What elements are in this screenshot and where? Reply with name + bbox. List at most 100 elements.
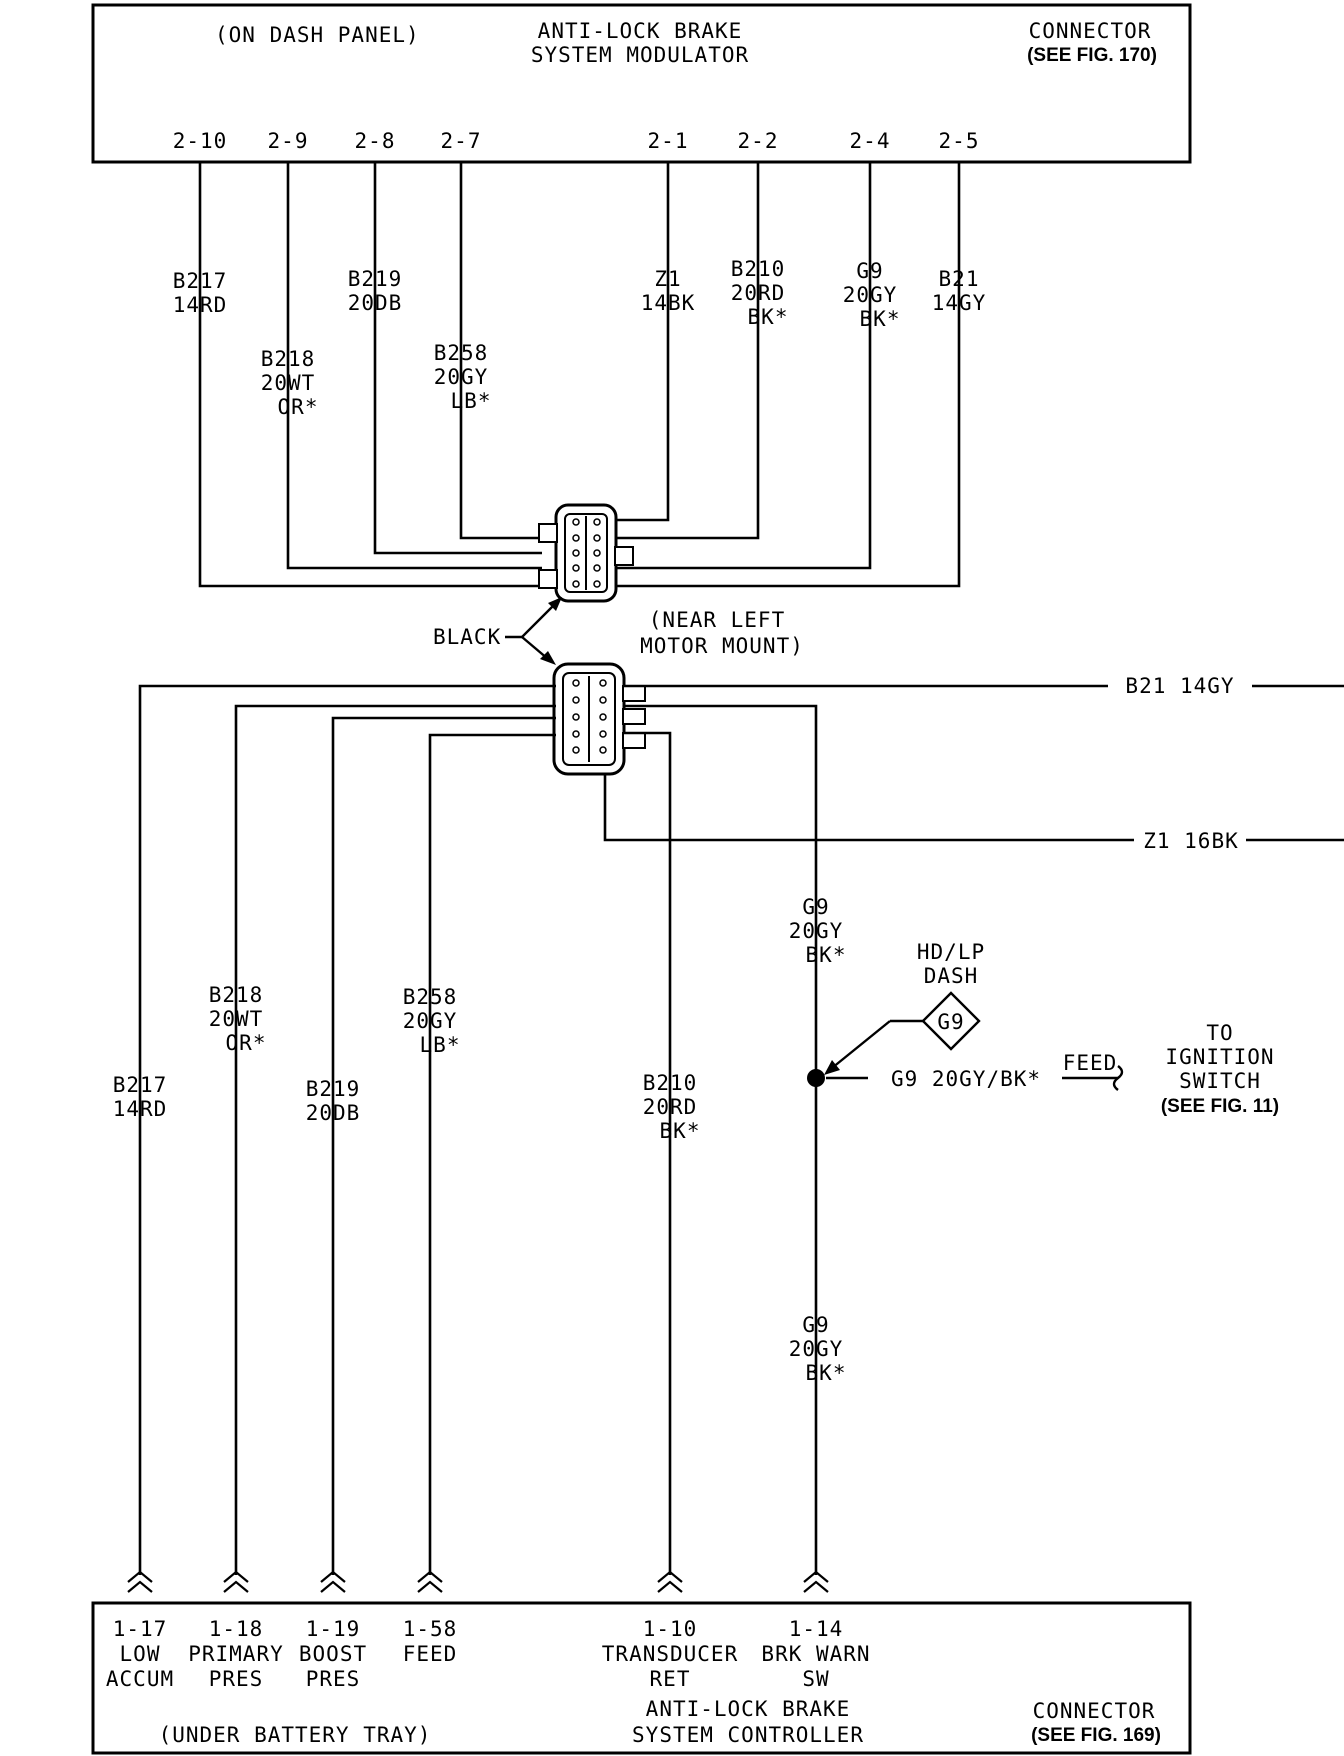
wire-circuit: B258 bbox=[403, 985, 458, 1009]
controller-connector-fig: (SEE FIG. 169) bbox=[1031, 1725, 1161, 1746]
wire-circuit: B219 bbox=[348, 267, 403, 291]
wire-circuit: G9 bbox=[802, 895, 829, 919]
inline-connector-color: BLACK bbox=[433, 625, 501, 649]
g9-diamond bbox=[921, 991, 981, 1051]
controller-name-line1: ANTI-LOCK BRAKE bbox=[646, 1697, 851, 1721]
controller-pin-function: LOW bbox=[120, 1642, 161, 1666]
wire-circuit: B217 bbox=[173, 269, 228, 293]
wire-tracer: BK* bbox=[806, 943, 847, 967]
wire-circuit: B218 bbox=[209, 983, 264, 1007]
wire-tracer: LB* bbox=[420, 1033, 461, 1057]
modulator-connector-label: CONNECTOR bbox=[1029, 19, 1152, 43]
lower-wires bbox=[138, 684, 1344, 1575]
modulator-connector-fig: (SEE FIG. 170) bbox=[1027, 45, 1157, 66]
wire-tracer: LB* bbox=[451, 389, 492, 413]
controller-pin: 1-10 bbox=[643, 1617, 698, 1641]
wire-tracer: OR* bbox=[226, 1031, 267, 1055]
wire-circuit: B210 bbox=[731, 257, 786, 281]
destination-fig: (SEE FIG. 11) bbox=[1161, 1096, 1279, 1117]
wire-circuit: B210 bbox=[643, 1071, 698, 1095]
wire-circuit: B218 bbox=[261, 347, 316, 371]
modulator-pin: 2-9 bbox=[268, 129, 309, 153]
controller-pin-function: BRK WARN bbox=[761, 1642, 870, 1666]
controller-pin-function: FEED bbox=[403, 1642, 458, 1666]
controller-connector-label: CONNECTOR bbox=[1033, 1699, 1156, 1723]
controller-pin-function: TRANSDUCER bbox=[602, 1642, 738, 1666]
wire-circuit: B258 bbox=[434, 341, 489, 365]
modulator-name-line2: SYSTEM MODULATOR bbox=[531, 43, 749, 67]
controller-pin: 1-18 bbox=[209, 1617, 264, 1641]
controller-pin: 1-17 bbox=[113, 1617, 168, 1641]
wire-gauge: 20GY bbox=[843, 283, 898, 307]
controller-pin: 1-19 bbox=[306, 1617, 361, 1641]
wire-gauge: 20RD bbox=[643, 1095, 698, 1119]
wire-circuit: B219 bbox=[306, 1077, 361, 1101]
wire-gauge: 20GY bbox=[434, 365, 489, 389]
controller-pin-function: PRES bbox=[209, 1667, 264, 1691]
controller-pin-function: PRIMARY bbox=[188, 1642, 284, 1666]
modulator-box: (ON DASH PANEL) ANTI-LOCK BRAKE SYSTEM M… bbox=[91, 3, 1192, 164]
wire-gauge: 20GY bbox=[789, 1337, 844, 1361]
wire-gauge: 20RD bbox=[731, 281, 786, 305]
wire-gauge: 20GY bbox=[403, 1009, 458, 1033]
controller-pin-function: BOOST bbox=[299, 1642, 367, 1666]
controller-location: (UNDER BATTERY TRAY) bbox=[159, 1723, 432, 1747]
wire-tracer: BK* bbox=[748, 305, 789, 329]
splice-symbol: G9 bbox=[937, 1010, 964, 1034]
upper-wire-labels: B217 14RD B218 20WT OR* B219 20DB B258 2… bbox=[173, 257, 987, 419]
wire-circuit: B217 bbox=[113, 1073, 168, 1097]
destination-line3: SWITCH bbox=[1179, 1069, 1261, 1093]
modulator-pin: 2-2 bbox=[738, 129, 779, 153]
wire-tracer: BK* bbox=[660, 1119, 701, 1143]
wire-tracer: BK* bbox=[860, 307, 901, 331]
controller-pin-function: RET bbox=[650, 1667, 691, 1691]
splice-g9: G9 HD/LP DASH G9 20GY/BK* FEED TO IGNITI… bbox=[807, 940, 1279, 1117]
controller-pin-function: PRES bbox=[306, 1667, 361, 1691]
destination-line1: TO bbox=[1206, 1021, 1233, 1045]
wire-tracer: BK* bbox=[806, 1361, 847, 1385]
wire-gauge: 20GY bbox=[789, 919, 844, 943]
wire-gauge: 14GY bbox=[932, 291, 987, 315]
upper-wires bbox=[198, 163, 961, 588]
controller-box: 1-17 LOW ACCUM 1-18 PRIMARY PRES 1-19 BO… bbox=[91, 1601, 1192, 1755]
splice-reference-line2: DASH bbox=[924, 964, 979, 988]
wire-gauge: 20WT bbox=[209, 1007, 264, 1031]
wire-gauge: 20DB bbox=[348, 291, 403, 315]
wire-gauge: 20DB bbox=[306, 1101, 361, 1125]
controller-pin-function: ACCUM bbox=[106, 1667, 174, 1691]
splice-branch-label: G9 20GY/BK* bbox=[891, 1067, 1041, 1091]
wire-tracer: OR* bbox=[278, 395, 319, 419]
modulator-name-line1: ANTI-LOCK BRAKE bbox=[538, 19, 743, 43]
controller-pin: 1-58 bbox=[403, 1617, 458, 1641]
controller-terminals bbox=[127, 1570, 829, 1593]
wire-circuit: Z1 bbox=[654, 267, 681, 291]
splice-dot bbox=[807, 1069, 825, 1087]
controller-pin-function: SW bbox=[802, 1667, 829, 1691]
inline-connector-upper bbox=[538, 503, 634, 603]
modulator-pin: 2-4 bbox=[850, 129, 891, 153]
inline-connector-color-callout: BLACK bbox=[433, 597, 562, 665]
wire-gauge: 14RD bbox=[113, 1097, 168, 1121]
controller-name-line2: SYSTEM CONTROLLER bbox=[632, 1723, 864, 1747]
wire-gauge: 20WT bbox=[261, 371, 316, 395]
wire-gauge: 14BK bbox=[641, 291, 696, 315]
destination-line2: IGNITION bbox=[1165, 1045, 1274, 1069]
wire-circuit: B21 bbox=[939, 267, 980, 291]
inline-connector-location-line1: (NEAR LEFT bbox=[649, 608, 785, 632]
splice-reference-line1: HD/LP bbox=[917, 940, 985, 964]
wire-circuit: G9 bbox=[856, 259, 883, 283]
wire-circuit: G9 bbox=[802, 1313, 829, 1337]
wire-gauge: 14RD bbox=[173, 293, 228, 317]
modulator-pin: 2-1 bbox=[648, 129, 689, 153]
modulator-pin: 2-5 bbox=[939, 129, 980, 153]
modulator-pin: 2-8 bbox=[355, 129, 396, 153]
modulator-location: (ON DASH PANEL) bbox=[215, 23, 420, 47]
modulator-pin: 2-7 bbox=[441, 129, 482, 153]
exit-label-b21: B21 14GY bbox=[1125, 674, 1234, 698]
lower-wire-labels: B217 14RD B218 20WT OR* B219 20DB B258 2… bbox=[113, 895, 847, 1385]
exit-label-z1: Z1 16BK bbox=[1143, 829, 1239, 853]
inline-connector-lower bbox=[552, 662, 646, 776]
splice-feed-label: FEED bbox=[1063, 1051, 1118, 1075]
modulator-pin: 2-10 bbox=[173, 129, 228, 153]
